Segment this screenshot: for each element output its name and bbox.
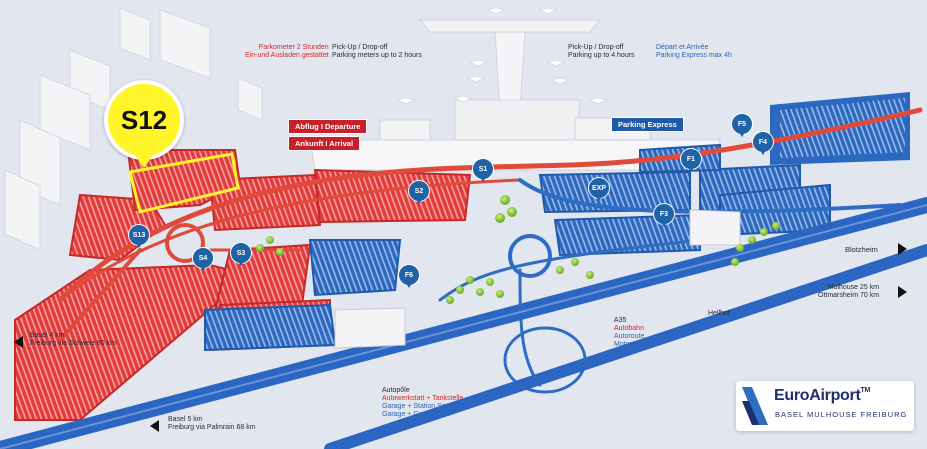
motorway-a35 <box>0 197 927 449</box>
depart-fr-label: Départ et Arrivée Parking Express max 4h <box>656 44 732 59</box>
german-access-roads <box>57 107 923 342</box>
arrival-sign: Ankunft I Arrival <box>288 136 361 151</box>
autopole-label: Autopôle Autowerkstatt + Tankstelle Gara… <box>382 387 464 418</box>
basel4-arrow-icon <box>14 336 23 348</box>
pin-s2[interactable]: S2 <box>408 180 430 208</box>
pin-s4[interactable]: S4 <box>192 247 214 275</box>
french-parking-lots <box>204 143 831 352</box>
basel5-label: Basel 5 km Freiburg via Palmrain 68 km <box>168 416 256 431</box>
pin-f1[interactable]: F1 <box>680 148 702 176</box>
hellhof-label: Hellhof <box>708 310 730 317</box>
logo-subtitle: BASEL MULHOUSE FREIBURG <box>775 410 908 419</box>
pin-f3[interactable]: F3 <box>653 203 675 231</box>
pin-f6[interactable]: F6 <box>398 264 420 292</box>
pickup-2h-label: Pick-Up / Drop-off Parking meters up to … <box>332 44 422 59</box>
parkometer-label: Parkometer 2 Stunden Ein-und Ausladen ge… <box>245 44 329 59</box>
pin-s13[interactable]: S13 <box>128 224 150 252</box>
logo-name: EuroAirportTM <box>774 387 870 404</box>
pin-s1[interactable]: S1 <box>472 158 494 186</box>
pin-exp[interactable]: EXP <box>588 177 610 205</box>
trees <box>256 195 780 304</box>
basel5-arrow-icon <box>150 420 159 432</box>
s12-highlighted-lot <box>128 152 240 214</box>
mulhouse-arrow-icon <box>898 286 907 298</box>
euroairport-logo: EuroAirportTM BASEL MULHOUSE FREIBURG <box>736 381 914 431</box>
euroairport-mark-icon <box>742 387 768 425</box>
pin-s3[interactable]: S3 <box>230 242 252 270</box>
mulhouse-label: Mulhouse 25 km Ottmarsheim 70 km <box>818 284 880 299</box>
blotzheim-arrow-icon <box>898 243 907 255</box>
basel4-label: Basel 4 km Freiburg via Schweiz 80 km <box>30 332 116 347</box>
pin-f5[interactable]: F5 <box>731 113 753 141</box>
motorway-legend: A35 Autobahn Autoroute Motorway <box>614 317 645 348</box>
pin-f4[interactable]: F4 <box>752 131 774 159</box>
hellhof-building <box>689 209 741 246</box>
autopole-building <box>334 307 406 349</box>
parking-express-sign: Parking Express <box>611 117 684 132</box>
airplanes <box>397 7 607 105</box>
blotzheim-label: Blotzheim <box>845 245 878 254</box>
left-buildings <box>4 7 263 251</box>
departure-sign: Abflug I Departure <box>288 119 368 134</box>
s12-highlight-callout[interactable]: S12 <box>104 80 186 168</box>
pickup-4h-label: Pick-Up / Drop-off Parking up to 4 hours <box>568 44 635 59</box>
s12-pointer <box>130 148 158 168</box>
